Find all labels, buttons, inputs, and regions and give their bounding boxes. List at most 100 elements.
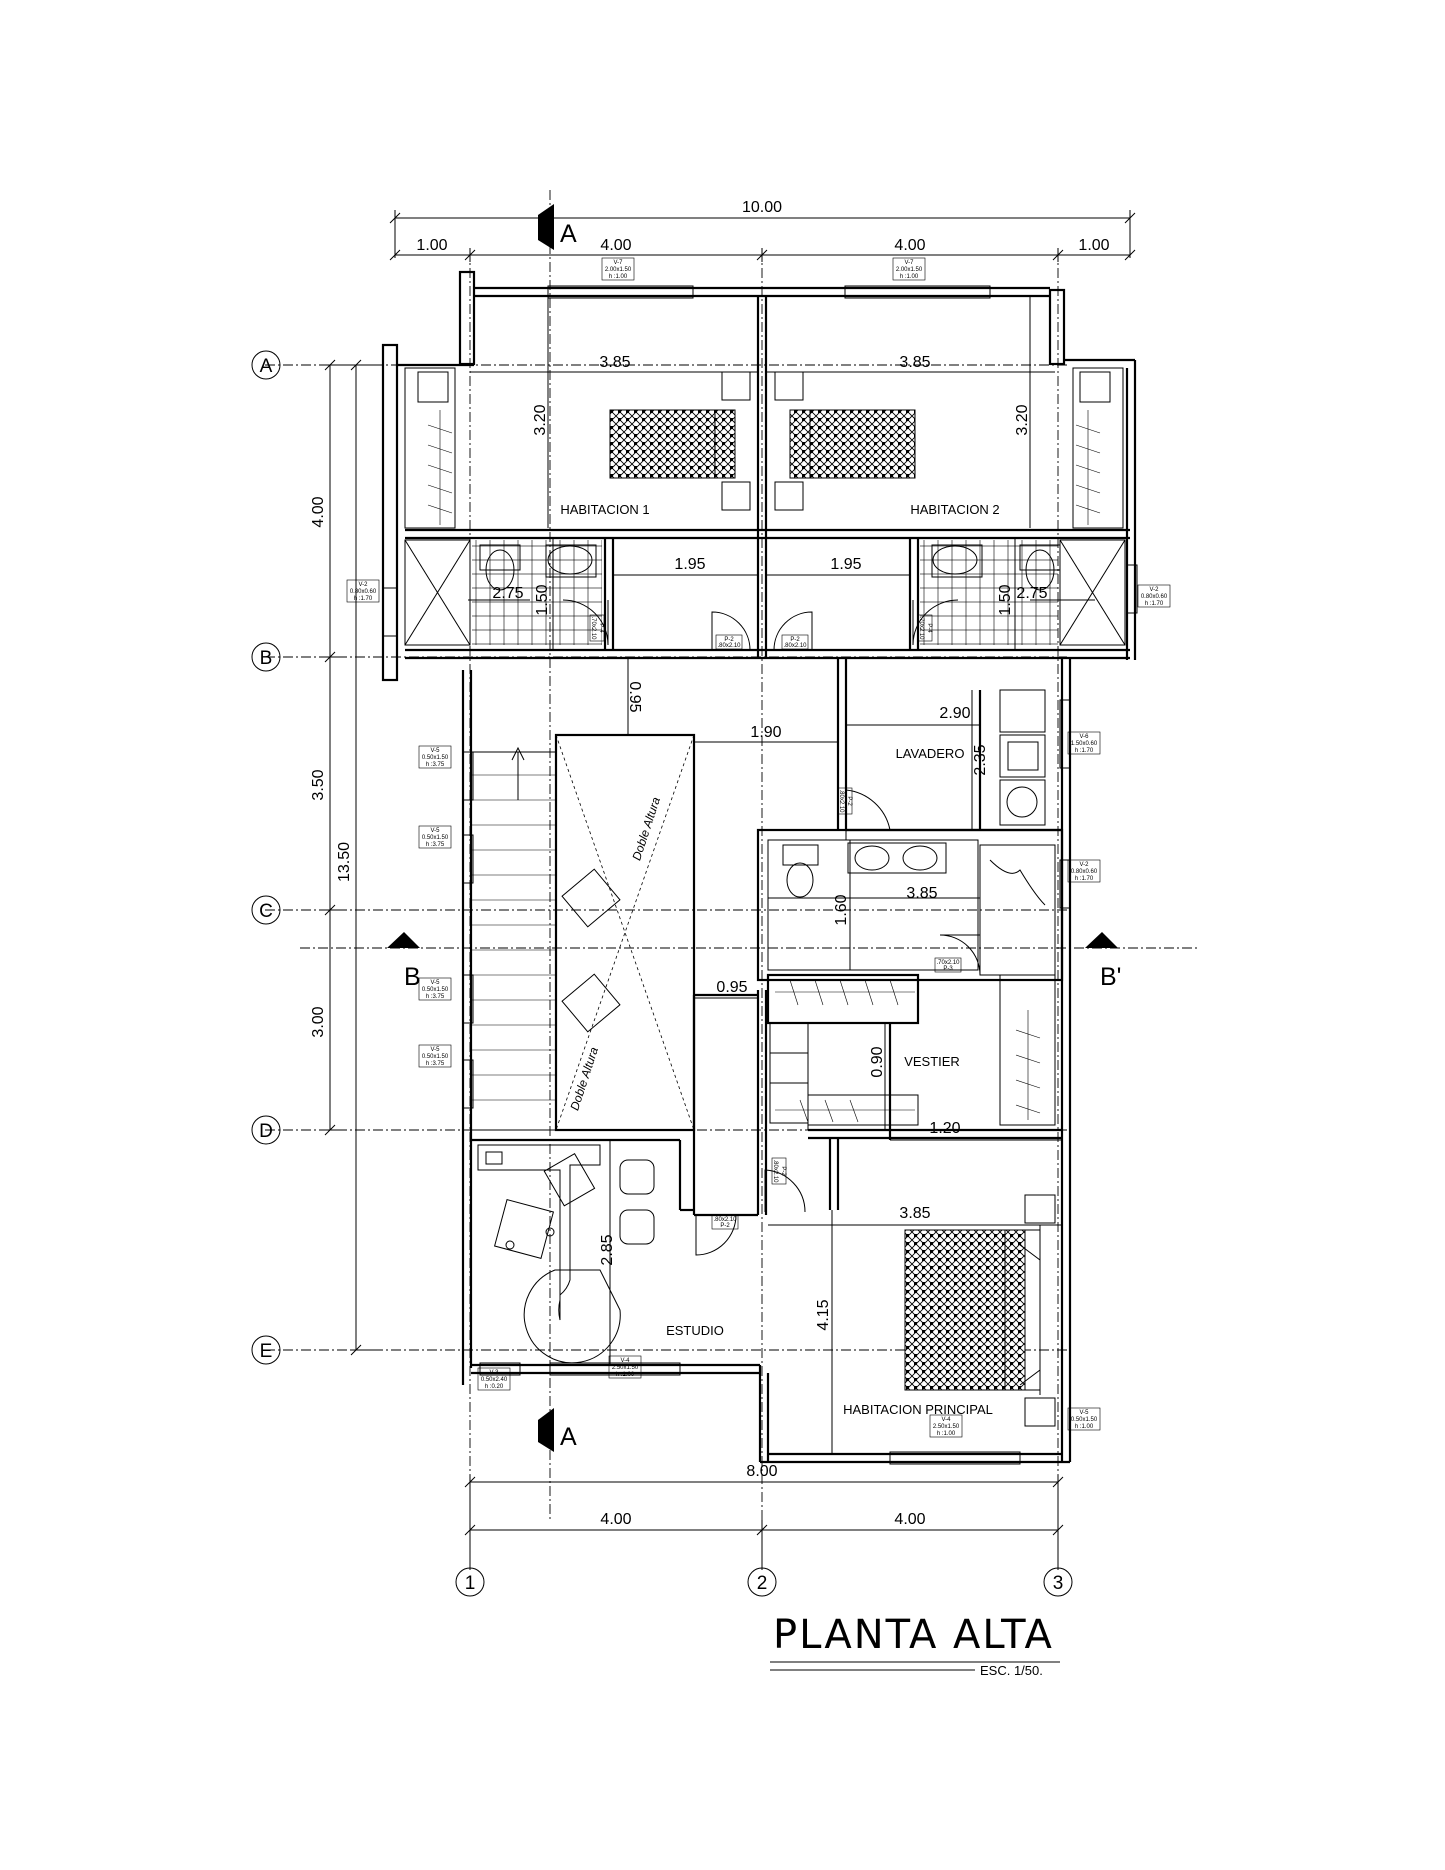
svg-text:.80x2.10: .80x2.10 [717, 643, 741, 649]
svg-text:0.50x2.40: 0.50x2.40 [481, 1377, 508, 1383]
svg-text:P-2: P-2 [790, 637, 800, 643]
principal-bed [904, 1194, 1056, 1427]
dim-corridor-095: 0.95 [716, 979, 747, 996]
void-armchairs [561, 868, 621, 1033]
svg-text:2.00x1.50: 2.00x1.50 [896, 267, 923, 273]
dim-bath2-width: 1.95 [830, 556, 861, 573]
svg-text:h :1.00: h :1.00 [1075, 1424, 1094, 1430]
dim-lav-width: 2.90 [939, 705, 970, 722]
axis-2: 2 [757, 1573, 768, 1594]
svg-text:P-4: P-4 [598, 623, 604, 633]
svg-text:h :3.75: h :3.75 [426, 842, 445, 848]
estudio-furniture [477, 1144, 655, 1364]
dim-bath3-depth: 1.60 [833, 894, 850, 925]
room-estudio: ESTUDIO [666, 1323, 724, 1338]
mid-dim-lines [609, 658, 1062, 1454]
svg-text:h :1.00: h :1.00 [616, 1372, 635, 1378]
svg-text:V-2: V-2 [1079, 862, 1089, 868]
svg-text:0.80x0.60: 0.80x0.60 [350, 589, 377, 595]
dim-bath1-width: 1.95 [674, 556, 705, 573]
section-b-left-label: B [404, 963, 421, 991]
svg-text:h :1.70: h :1.70 [1075, 876, 1094, 882]
axis-c: C [259, 901, 273, 922]
bath3-fixtures [782, 842, 1046, 906]
svg-text:P-3: P-3 [943, 966, 953, 972]
dim-bath1-len: 2.75 [492, 585, 523, 602]
svg-text:V-2: V-2 [358, 582, 368, 588]
svg-text:0.80x0.60: 0.80x0.60 [1071, 869, 1098, 875]
svg-text:h :1.70: h :1.70 [1145, 601, 1164, 607]
svg-text:V-5: V-5 [430, 828, 440, 834]
svg-text:2.00x1.50: 2.00x1.50 [605, 267, 632, 273]
svg-text:0.50x1.50: 0.50x1.50 [1071, 1417, 1098, 1423]
dim-top-left: 1.00 [416, 237, 447, 254]
stair-treads [471, 746, 556, 1101]
svg-text:V-7: V-7 [904, 260, 914, 266]
lower-doors [695, 789, 981, 1256]
section-a-bottom-label: A [560, 1423, 577, 1451]
dim-hab2-depth: 3.20 [1014, 404, 1031, 435]
svg-text:h :3.75: h :3.75 [426, 994, 445, 1000]
dim-estudio-depth: 2.85 [599, 1234, 616, 1265]
svg-text:V-6: V-6 [1079, 734, 1089, 740]
vestier-hangers [775, 979, 1041, 1123]
lower-windows [462, 699, 1071, 1465]
svg-text:h :0.20: h :0.20 [485, 1384, 504, 1390]
section-a-top-arrow [538, 204, 554, 250]
axis-3: 3 [1053, 1573, 1064, 1594]
svg-text:V-5: V-5 [430, 1047, 440, 1053]
door-tags [589, 614, 962, 1230]
dim-left-cd: 3.00 [310, 1006, 327, 1037]
axis-e: E [260, 1341, 273, 1362]
svg-text:0.50x1.50: 0.50x1.50 [422, 1054, 449, 1060]
dim-bath2-len: 2.75 [1016, 585, 1047, 602]
bottom-dimensions [464, 1475, 1064, 1570]
upper-beds [609, 371, 916, 511]
section-a-top-label: A [560, 220, 577, 248]
dim-hall-190: 1.90 [750, 724, 781, 741]
svg-text:0.80x0.60: 0.80x0.60 [1141, 594, 1168, 600]
window-tag-text: V-7 2.00x1.50 h :1.00 V-7 2.00x1.50 h :1… [350, 260, 1168, 1437]
upper-bath-fixtures [479, 544, 1061, 591]
svg-text:P-4: P-4 [926, 623, 932, 633]
svg-text:V-5: V-5 [1079, 1410, 1089, 1416]
dim-bath1-depth: 1.50 [534, 584, 551, 615]
drawing-scale: ESC. 1/50. [980, 1663, 1043, 1678]
svg-text:0.50x1.50: 0.50x1.50 [422, 835, 449, 841]
svg-text:V-2: V-2 [1149, 587, 1159, 593]
window-tags [346, 257, 1171, 1438]
svg-text:0.50x1.50: 0.50x1.50 [422, 987, 449, 993]
svg-text:2.50x1.50: 2.50x1.50 [612, 1365, 639, 1371]
upper-dim-lines [468, 296, 1095, 650]
svg-text:P-2: P-2 [724, 637, 734, 643]
svg-text:2.50x1.50: 2.50x1.50 [933, 1424, 960, 1430]
section-b-right-label: B' [1100, 963, 1121, 991]
dim-bottom-right: 4.00 [894, 1511, 925, 1528]
dim-bath2-depth: 1.50 [997, 584, 1014, 615]
svg-text:P-2: P-2 [780, 1166, 786, 1176]
svg-text:h :1.70: h :1.70 [354, 596, 373, 602]
axis-1: 1 [465, 1573, 476, 1594]
svg-text:.80x2.10: .80x2.10 [713, 1217, 737, 1223]
dim-princ-depth: 4.15 [815, 1299, 832, 1330]
dim-bottom-total: 8.00 [746, 1463, 777, 1480]
svg-text:0.50x1.50: 0.50x1.50 [422, 755, 449, 761]
dim-bottom-left: 4.00 [600, 1511, 631, 1528]
dim-vestier-120: 1.20 [929, 1120, 960, 1137]
section-a-bottom-arrow [538, 1408, 554, 1452]
axis-d: D [259, 1121, 273, 1142]
svg-text:.70x2.10: .70x2.10 [918, 616, 924, 640]
door-tag-text: P-2 .80x2.10 P-2 .80x2.10 P-4 .70x2.10 P… [590, 616, 960, 1229]
dim-bath3-width: 3.85 [906, 885, 937, 902]
column-axis-markers [455, 1567, 1073, 1597]
top-windows [382, 285, 1138, 637]
svg-text:.80x2.10: .80x2.10 [838, 789, 844, 813]
svg-text:h :1.00: h :1.00 [609, 274, 628, 280]
room-habitacion-2: HABITACION 2 [910, 502, 999, 517]
dim-top-right: 1.00 [1078, 237, 1109, 254]
closet-hangers [417, 371, 1111, 525]
dim-princ-width: 3.85 [899, 1205, 930, 1222]
svg-text:h :3.75: h :3.75 [426, 1061, 445, 1067]
lower-body-walls [461, 658, 1072, 1464]
